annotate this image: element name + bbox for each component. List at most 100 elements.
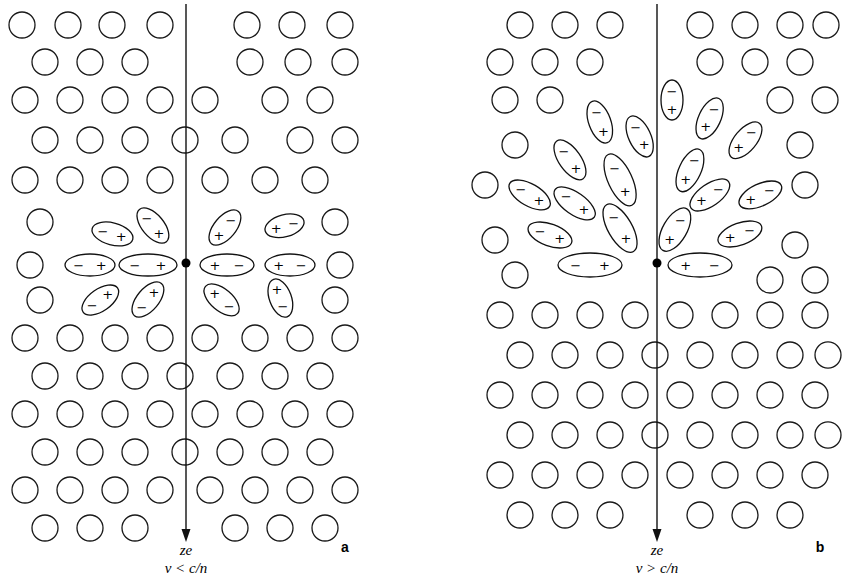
charge-sign: + [156, 259, 167, 272]
particle-dot [182, 259, 191, 268]
dipole-ellipse: −+ [558, 253, 622, 277]
dipole-ellipse: −+ [92, 222, 133, 246]
ellipse-outline [65, 254, 115, 276]
dipole-ellipse: −+ [659, 208, 691, 251]
dipole-ellipse: −+ [132, 282, 164, 317]
ellipse-outline [89, 218, 135, 250]
charge-sign: + [273, 259, 284, 272]
ellipse-outline [65, 254, 115, 276]
charge-sign: + [209, 259, 220, 272]
charge-sign: − [709, 259, 720, 272]
panel-letter: b [816, 540, 825, 554]
atom-circles [9, 12, 358, 541]
dipole-ellipse: −+ [661, 80, 683, 120]
charge-sign: + [149, 286, 160, 299]
charge-sign: + [696, 194, 707, 207]
dipole-ellipse: −+ [718, 221, 762, 247]
charge-sign: − [129, 259, 140, 272]
charge-sign: + [554, 232, 565, 245]
dipole-ellipse: −+ [554, 140, 586, 180]
ellipse-outline [621, 111, 660, 160]
charge-sign: − [288, 217, 299, 230]
charge-sign: − [559, 145, 570, 158]
ellipse-outline [668, 253, 732, 277]
charge-sign: + [700, 120, 711, 133]
charge-sign: + [116, 230, 127, 243]
dipole-ellipse: −+ [587, 101, 613, 143]
charge-sign: − [746, 126, 757, 139]
ellipse-outline [603, 204, 637, 252]
dipole-ellipse: −+ [554, 187, 595, 220]
ellipse-outline [505, 174, 556, 216]
ellipse-outline [199, 278, 245, 322]
ellipse-outline [715, 216, 766, 252]
ellipse-outline [119, 254, 177, 276]
particle-track [185, 4, 186, 532]
charge-sign: − [675, 214, 686, 227]
particle-charge: ze [651, 543, 664, 558]
particle-dot [653, 259, 662, 268]
ellipse-outline [597, 150, 642, 211]
charge-sign: − [224, 300, 235, 313]
ellipse-outline [265, 254, 315, 276]
dipole-ellipse: +− [200, 254, 254, 276]
charge-sign: + [680, 259, 691, 272]
dipole-ellipse: −+ [528, 222, 572, 248]
dipole-ellipse: −+ [603, 204, 637, 252]
ellipse-outline [582, 98, 618, 147]
charge-sign: − [516, 183, 527, 196]
dipole-ellipse: −+ [137, 208, 169, 243]
charge-sign: − [278, 300, 289, 313]
dipole-ellipse: +− [268, 279, 293, 317]
ellipse-outline [549, 180, 601, 226]
dipole-ellipse: −+ [626, 116, 653, 157]
charge-sign: − [744, 224, 755, 237]
charge-sign: − [713, 183, 724, 196]
charge-sign: − [667, 85, 678, 98]
charge-sign: + [598, 125, 609, 138]
charge-sign: − [73, 259, 84, 272]
charge-sign: + [667, 103, 678, 116]
ellipse-outline [554, 187, 595, 220]
ellipse-outline [558, 253, 622, 277]
charge-sign: + [620, 185, 631, 198]
arrow-head [182, 529, 191, 542]
charge-sign: + [680, 173, 691, 186]
dipole-ellipse: +− [265, 254, 315, 276]
charge-sign: + [213, 229, 224, 242]
charge-sign: + [102, 288, 113, 301]
charge-sign: + [570, 162, 581, 175]
charge-sign: + [733, 141, 744, 154]
particle-track [656, 4, 657, 532]
ellipse-outline [203, 205, 247, 251]
dipole-ellipse: −+ [696, 98, 723, 139]
charge-sign: − [535, 225, 546, 238]
dipole-ellipse: −+ [119, 254, 177, 276]
charge-sign: − [570, 259, 581, 272]
ellipse-outline [691, 93, 730, 142]
dipole-ellipse: −+ [604, 154, 636, 206]
velocity-condition: v < c/n [165, 561, 208, 576]
ellipse-outline [739, 181, 782, 209]
charge-sign: − [97, 225, 108, 238]
ellipse-outline [558, 253, 622, 277]
charge-sign: + [664, 233, 675, 246]
charge-sign: − [591, 106, 602, 119]
charge-sign: − [609, 162, 620, 175]
dipole-ellipse: −+ [690, 179, 730, 211]
ellipse-outline [131, 203, 175, 249]
ellipse-outline [263, 210, 307, 242]
dipole-ellipse: +− [204, 284, 239, 316]
arrow-head [653, 529, 662, 542]
charge-sign: + [154, 227, 165, 240]
charge-sign: − [709, 103, 720, 116]
dipole-ellipse: −+ [65, 254, 115, 276]
ellipse-outline [119, 254, 177, 276]
charge-sign: − [136, 301, 147, 314]
ellipse-outline [718, 221, 762, 247]
ellipse-outline [200, 254, 254, 276]
dipole-ellipse: −+ [82, 285, 119, 315]
charge-sign: − [608, 211, 619, 224]
ellipse-outline [200, 254, 254, 276]
